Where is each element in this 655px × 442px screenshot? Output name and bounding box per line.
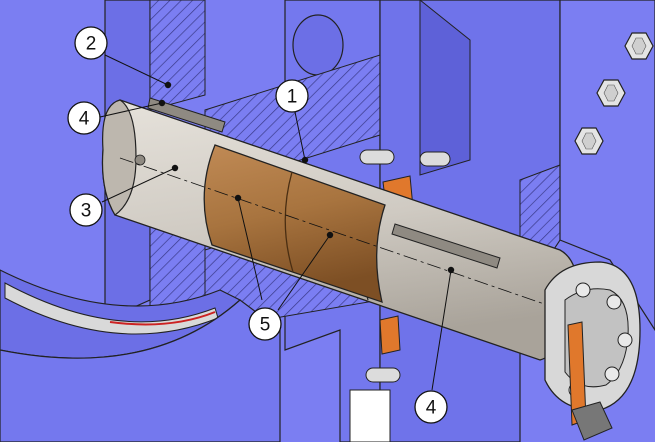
leader-line-4-bottom [431,269,452,391]
leader-dot [301,156,309,164]
bushing [203,144,386,303]
right-frame-rib [419,0,471,176]
flange-bolt [575,282,591,298]
callout-label: 4 [426,398,437,419]
leader-dot [234,194,242,202]
flange-bolt [617,332,633,348]
keyway-right [391,223,501,269]
flange-bracket-base [571,401,613,441]
callout-4-bottom: 4 [414,390,448,424]
dowel-pin [359,149,395,165]
flange-bolt [606,294,622,310]
plate-hole [292,14,344,76]
seal-red-line [109,311,216,326]
shaft-centerline [119,157,586,319]
callout-4-top: 4 [67,101,101,135]
callout-label: 2 [86,34,97,55]
leader-dot [447,266,455,274]
leader-line-4-top [99,102,163,118]
left-wall-hatch [149,0,206,111]
leader-line-5b [277,234,331,311]
shaft-hole [134,154,146,166]
callout-label: 5 [260,315,271,336]
callout-3: 3 [69,193,103,227]
shaft-end-face [101,99,137,216]
orange-plate-lower [379,315,401,355]
callout-2: 2 [74,26,108,60]
dowel-pin [365,367,401,383]
lower-left-base [0,299,281,442]
leader-dot [171,164,179,172]
leader-dot [164,81,172,89]
dowel-pin [419,151,451,167]
bushing-groove [284,171,294,273]
callout-5: 5 [248,307,282,341]
keyway-left [147,97,226,133]
hex-bolt [574,127,604,155]
flange-bolt [604,366,620,382]
callout-1: 1 [275,79,309,113]
leader-dot [326,231,334,239]
leader-dot [158,99,166,107]
leader-line-2 [104,54,169,86]
callout-label: 4 [79,109,90,130]
hex-bolt [596,79,626,107]
leader-line-1 [294,111,306,161]
bottom-gap [349,389,391,442]
leader-line-5a [237,197,263,301]
callout-label: 3 [81,201,92,222]
callout-label: 1 [287,87,298,108]
hex-bolt [624,32,654,60]
leader-line-3 [101,167,176,203]
